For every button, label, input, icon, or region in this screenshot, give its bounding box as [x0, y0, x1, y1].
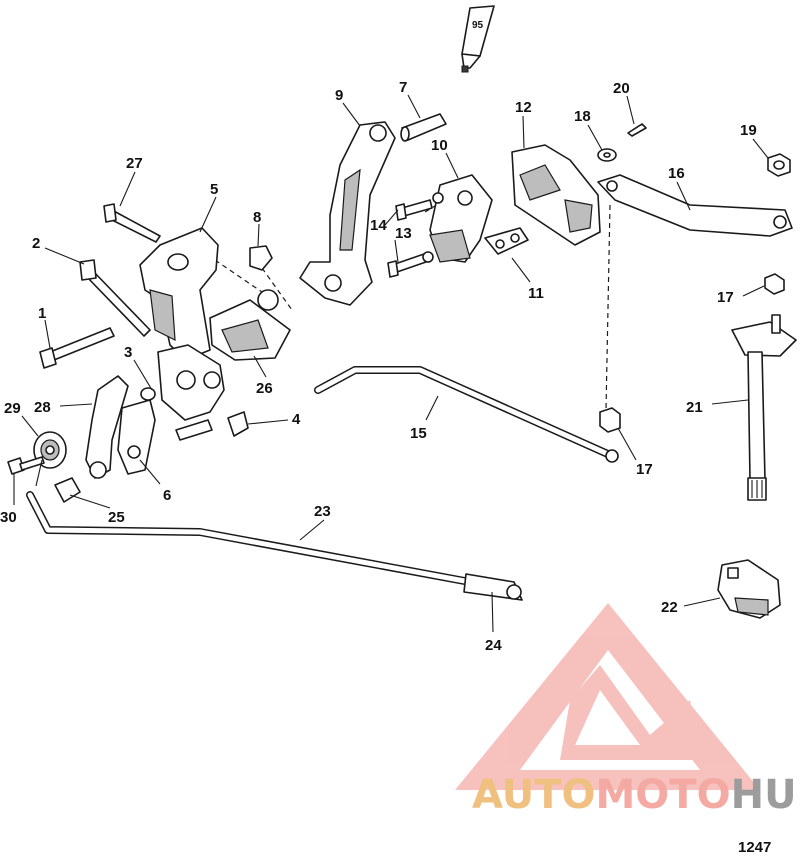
part-16-lever [597, 174, 793, 237]
callout-15: 15 [410, 425, 427, 442]
callout-7: 7 [399, 79, 407, 96]
callout-18: 18 [574, 108, 591, 125]
callout-21: 21 [686, 399, 703, 416]
part-25-fitting [54, 477, 81, 503]
part-17-nut-upper [764, 273, 785, 295]
part-5-bracket [139, 227, 219, 361]
callout-8: 8 [253, 209, 261, 226]
callout-9: 9 [335, 87, 343, 104]
callout-12: 12 [515, 99, 532, 116]
sealant-tube-95: 95 [461, 5, 495, 73]
part-2-bolt [79, 259, 151, 337]
callout-28: 28 [34, 399, 51, 416]
watermark-logo [455, 603, 760, 790]
part-9-arm [299, 121, 396, 306]
callout-20: 20 [613, 80, 630, 97]
part-19-nut [767, 153, 791, 177]
callout-27: 27 [126, 155, 143, 172]
callout-4: 4 [292, 411, 301, 428]
part-3-block [140, 344, 225, 421]
part-1-bolt [39, 327, 115, 369]
part-27-bolt [103, 203, 161, 243]
callout-22: 22 [661, 599, 678, 616]
part-13-bolt [387, 251, 434, 278]
figure-number: 1247 [738, 839, 771, 856]
watermark-text: AUTOMOTOHUB [472, 772, 800, 818]
part-8-clip [249, 245, 273, 271]
callout-23: 23 [314, 503, 331, 520]
part-17-nut-lower [599, 407, 621, 433]
part-6-cam-plate [117, 399, 156, 475]
callout-25: 25 [108, 509, 125, 526]
part-7-pin [400, 113, 447, 142]
part-30-screw [7, 456, 45, 475]
part-22-cam [717, 559, 781, 619]
part-21-shaft [731, 314, 797, 501]
callout-13: 13 [395, 225, 412, 242]
watermark-hub: HUB [731, 772, 800, 818]
callout-29: 29 [4, 400, 21, 417]
callout-14: 14 [370, 217, 387, 234]
part-10-bracket [429, 174, 493, 263]
callout-17-upper: 17 [717, 289, 734, 306]
watermark-moto: MOTO [596, 772, 731, 818]
callout-17-lower: 17 [636, 461, 653, 478]
callout-3: 3 [124, 344, 132, 361]
watermark-auto: AUTO [472, 772, 596, 818]
part-14-bolt [395, 192, 444, 221]
leader-lines [13, 94, 769, 633]
assembly-line-17 [605, 204, 611, 411]
callout-1: 1 [38, 305, 46, 322]
part-11-clip [484, 227, 529, 255]
part-26-bracket [209, 289, 291, 361]
assembly-line-bracket [214, 259, 263, 293]
callout-10: 10 [431, 137, 448, 154]
part-29-pulley [33, 431, 67, 469]
part-23-rod [26, 491, 474, 586]
callout-19: 19 [740, 122, 757, 139]
tube-label: 95 [472, 20, 484, 31]
callout-11: 11 [528, 285, 544, 302]
part-24-link-end [463, 573, 523, 601]
part-18-washer [597, 148, 617, 162]
callout-16: 16 [668, 165, 685, 182]
callout-24: 24 [485, 637, 502, 654]
callout-labels: 1 2 3 4 5 6 7 8 9 10 11 12 13 14 15 16 1… [0, 79, 757, 654]
callout-26: 26 [256, 380, 273, 397]
callout-5: 5 [210, 181, 218, 198]
part-12-housing [511, 144, 601, 246]
part-28-lever [85, 375, 129, 479]
callout-2: 2 [32, 235, 40, 252]
part-20-cotter [627, 123, 647, 137]
callout-6: 6 [163, 487, 171, 504]
part-15-link-rod [314, 366, 619, 463]
callout-30: 30 [0, 509, 17, 526]
part-4-bushing [175, 411, 249, 441]
